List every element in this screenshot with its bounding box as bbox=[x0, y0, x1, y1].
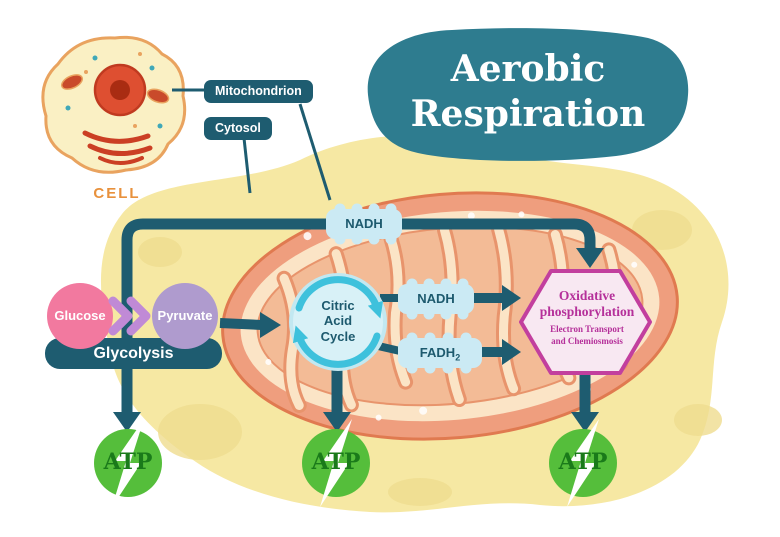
callout-cytosol: Cytosol bbox=[204, 117, 272, 140]
fadh2-label: FADH2 bbox=[398, 338, 482, 368]
nadh-label: NADH bbox=[417, 291, 455, 306]
cycle-arrows-icon bbox=[292, 276, 384, 368]
oxphos-title: Oxidative phosphorylation bbox=[539, 288, 635, 319]
cell-mitochondrion-icon bbox=[60, 74, 84, 90]
arrowhead-shuttle-into-oxphos bbox=[576, 248, 604, 268]
atp-node-oxphos bbox=[549, 419, 617, 507]
citric-acid-cycle-node bbox=[289, 273, 387, 371]
mitochondrion-callout-line-2 bbox=[298, 103, 332, 201]
background-spots bbox=[138, 210, 722, 506]
fadh2-badge bbox=[398, 332, 482, 374]
pyruvate-node bbox=[152, 283, 218, 349]
fadh2-subscript: 2 bbox=[455, 352, 461, 363]
lightning-bolt-icon bbox=[112, 419, 144, 507]
glucose-label: Glucose bbox=[54, 308, 106, 323]
nadh-shuttle-badge bbox=[326, 203, 402, 245]
atp-node-citric bbox=[302, 419, 370, 507]
cytosol-callout-line bbox=[241, 128, 252, 194]
cell-label: CELL bbox=[93, 185, 141, 202]
atp-label-oxphos: ATP bbox=[558, 449, 608, 475]
glycolysis-label: Glycolysis bbox=[93, 345, 174, 362]
atp-node-glycolysis bbox=[94, 419, 162, 507]
glucose-node bbox=[47, 283, 113, 349]
cell-nucleolus bbox=[110, 80, 130, 100]
arrow-pyruvate-to-cycle bbox=[219, 318, 263, 330]
cell-illustration bbox=[41, 35, 187, 174]
atp-label-citric: ATP bbox=[311, 449, 361, 475]
diagram-title: Aerobic Respiration bbox=[410, 48, 646, 136]
title-blob bbox=[367, 28, 689, 161]
callout-lines bbox=[172, 88, 332, 201]
cell-endoplasmic-reticulum bbox=[82, 130, 153, 165]
conversion-chevrons-icon bbox=[108, 296, 151, 336]
callout-mitochondrion: Mitochondrion bbox=[204, 80, 313, 103]
fadh2-base: FADH bbox=[419, 345, 456, 360]
flow-arrows bbox=[113, 285, 599, 432]
oxidative-phosphorylation-node bbox=[519, 269, 652, 375]
oxidative-phosphorylation-label: Oxidative phosphorylation Electron Trans… bbox=[524, 288, 650, 347]
nadh-badge bbox=[398, 278, 474, 320]
lightning-bolt-icon bbox=[567, 419, 599, 507]
citric-acid-cycle-label: Citric Acid Cycle bbox=[320, 298, 356, 344]
oxphos-subtitle: Electron Transport and Chemiosmosis bbox=[550, 324, 624, 346]
lightning-bolt-icon bbox=[320, 419, 352, 507]
cell-mitochondrion-icon bbox=[146, 88, 170, 104]
atp-label-glycolysis: ATP bbox=[103, 449, 153, 475]
nadh-shuttle-label: NADH bbox=[345, 216, 383, 231]
cell-dots bbox=[65, 52, 163, 129]
pyruvate-label: Pyruvate bbox=[157, 308, 213, 323]
